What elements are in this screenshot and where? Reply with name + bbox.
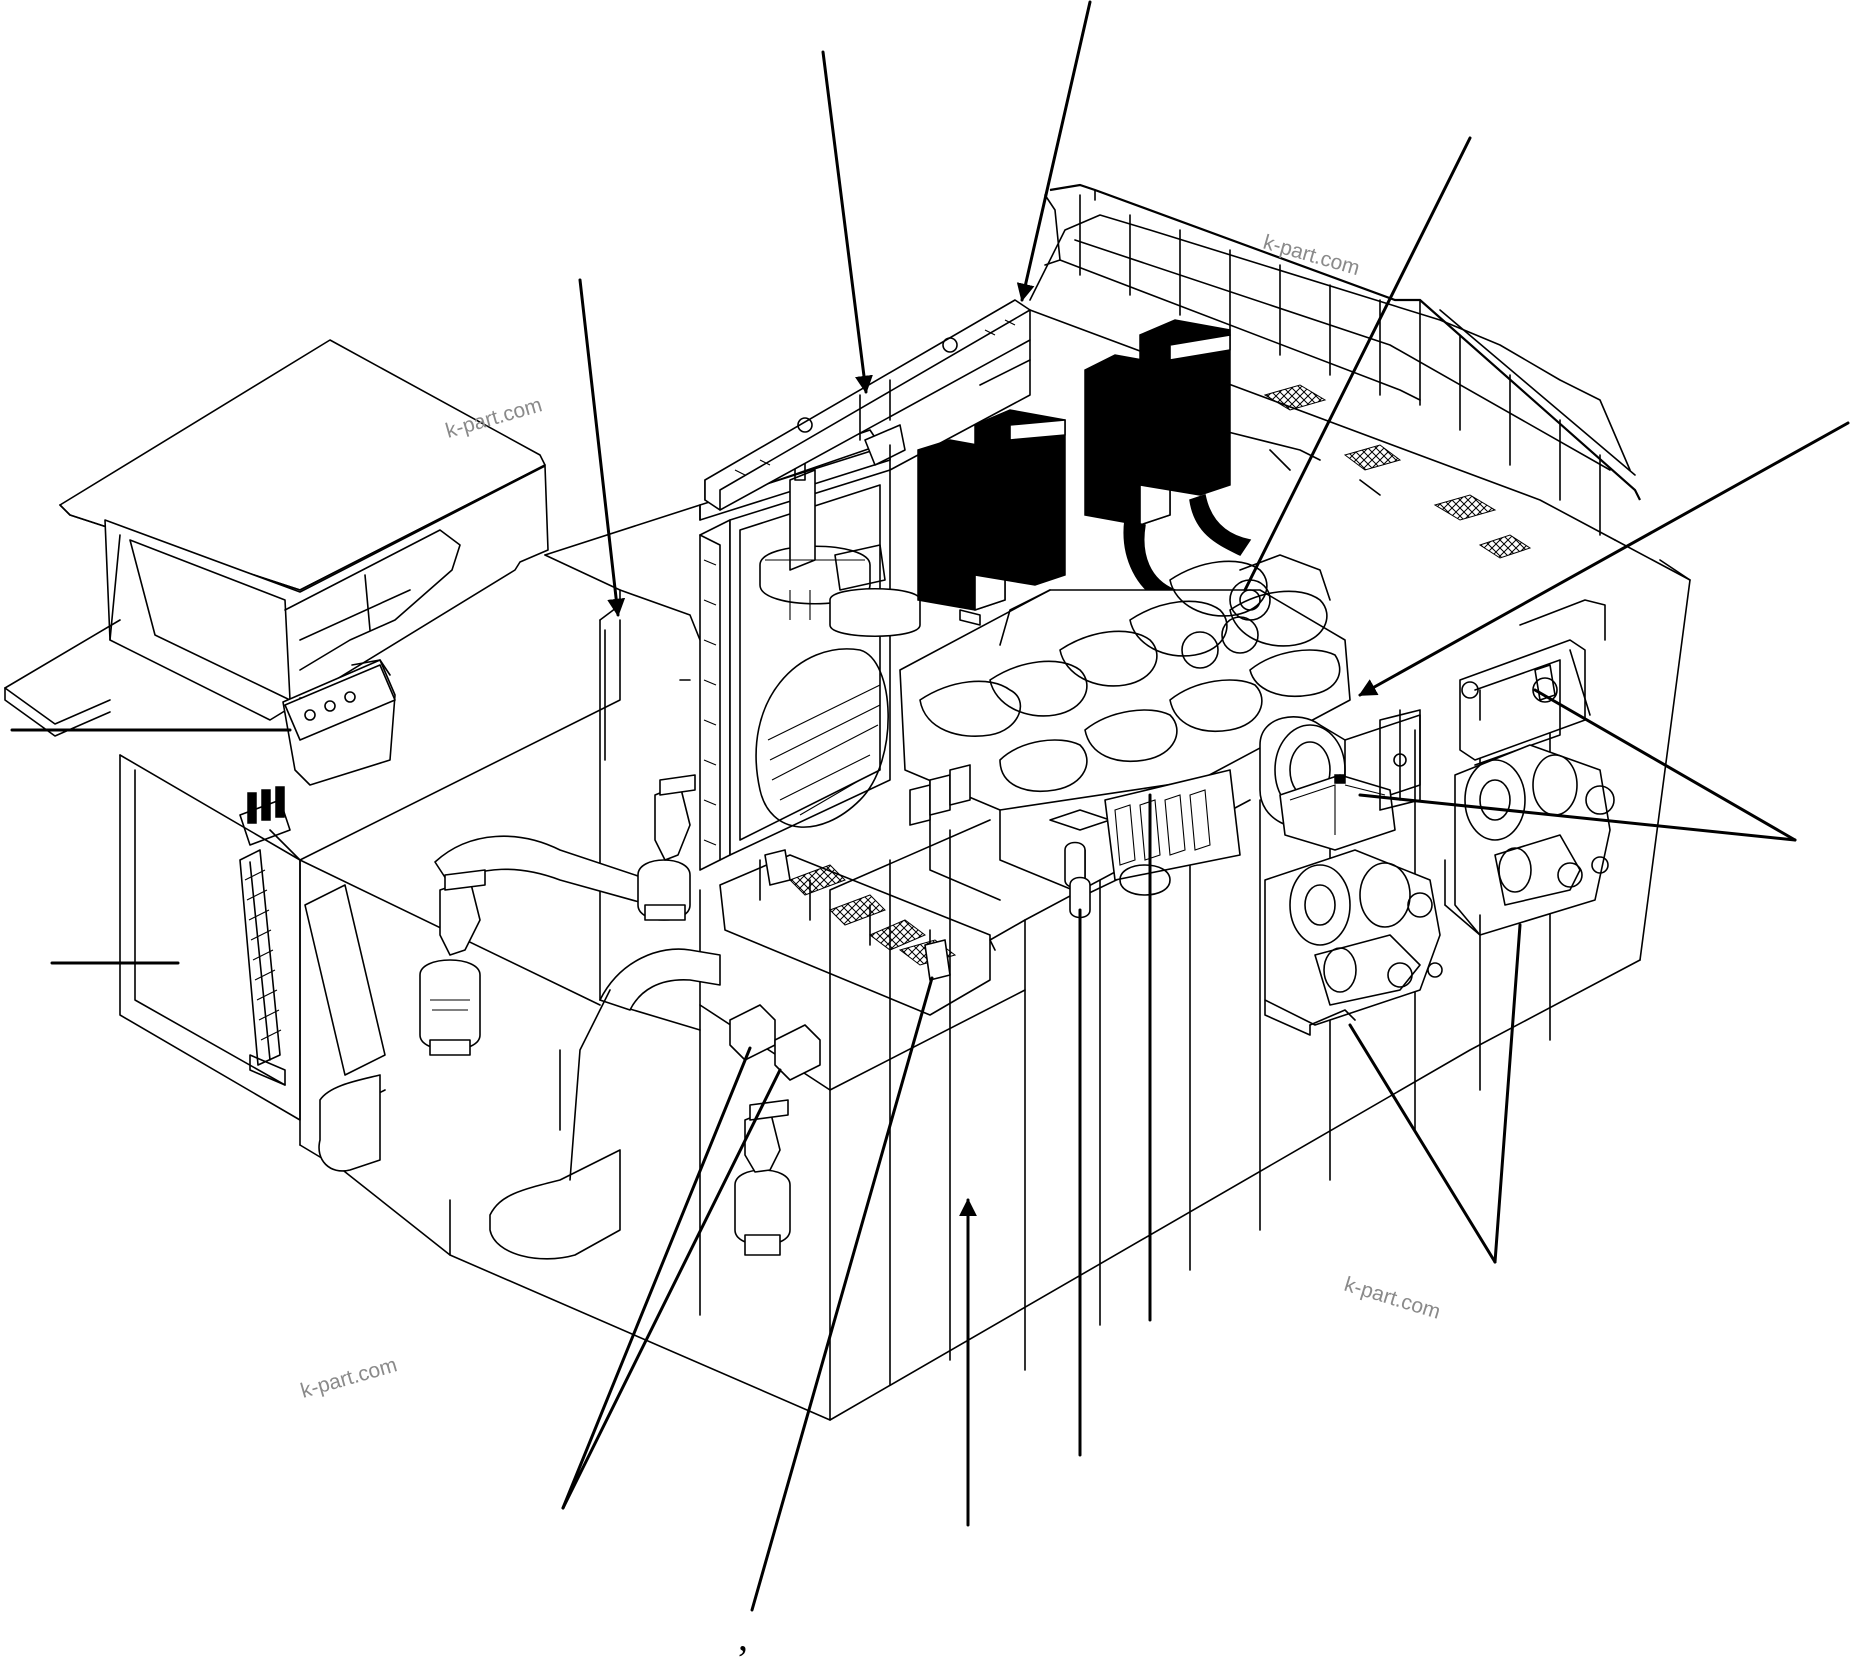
leader-grille (750, 976, 934, 1612)
leader-pumps-2 (1533, 688, 1797, 842)
air-duct-left (318, 835, 721, 1260)
air-cleaner-2 (974, 409, 1066, 586)
watermark-rail: k-part.com (1261, 231, 1363, 280)
left-walkway (4, 554, 621, 1146)
leader-cab-roof (578, 278, 626, 617)
pump-group-upper (1459, 599, 1606, 766)
pump-group-right (1444, 744, 1615, 936)
leader-pump-bottom-2 (1493, 923, 1522, 1264)
leader-pump-bottom-1 (1348, 1023, 1497, 1264)
leader-filter-box-2 (561, 1068, 782, 1510)
leader-air-cleaner (1243, 136, 1472, 592)
air-cleaner-4 (1139, 319, 1231, 496)
precleaner-left (419, 869, 486, 1056)
leader-top-header (1016, 0, 1092, 302)
watermark-right: k-part.com (1342, 1273, 1444, 1324)
leader-pumps-1 (1358, 793, 1797, 842)
stray-mark: , (738, 1614, 748, 1659)
precleaner-lower (734, 1099, 791, 1256)
engine-filters (909, 764, 1241, 919)
leader-engine (1358, 421, 1850, 697)
leader-radiator (821, 50, 873, 394)
control-valve-block (1279, 709, 1421, 851)
front-grille (719, 849, 991, 1016)
right-walkway-grating (1029, 214, 1631, 559)
leader-lines (10, 0, 1850, 1612)
handrails (1044, 183, 1641, 536)
hydraulic-tank (759, 431, 921, 637)
watermark-bottom: k-part.com (298, 1353, 400, 1402)
cab-ladder (239, 786, 291, 1086)
precleaner-center (637, 774, 696, 921)
leader-filter-box-1 (561, 1046, 752, 1510)
air-filter-boxes (729, 1004, 821, 1081)
top-header-beam (704, 299, 1031, 511)
instrument-panel (284, 664, 396, 741)
pump-group-lower (1264, 849, 1443, 1036)
